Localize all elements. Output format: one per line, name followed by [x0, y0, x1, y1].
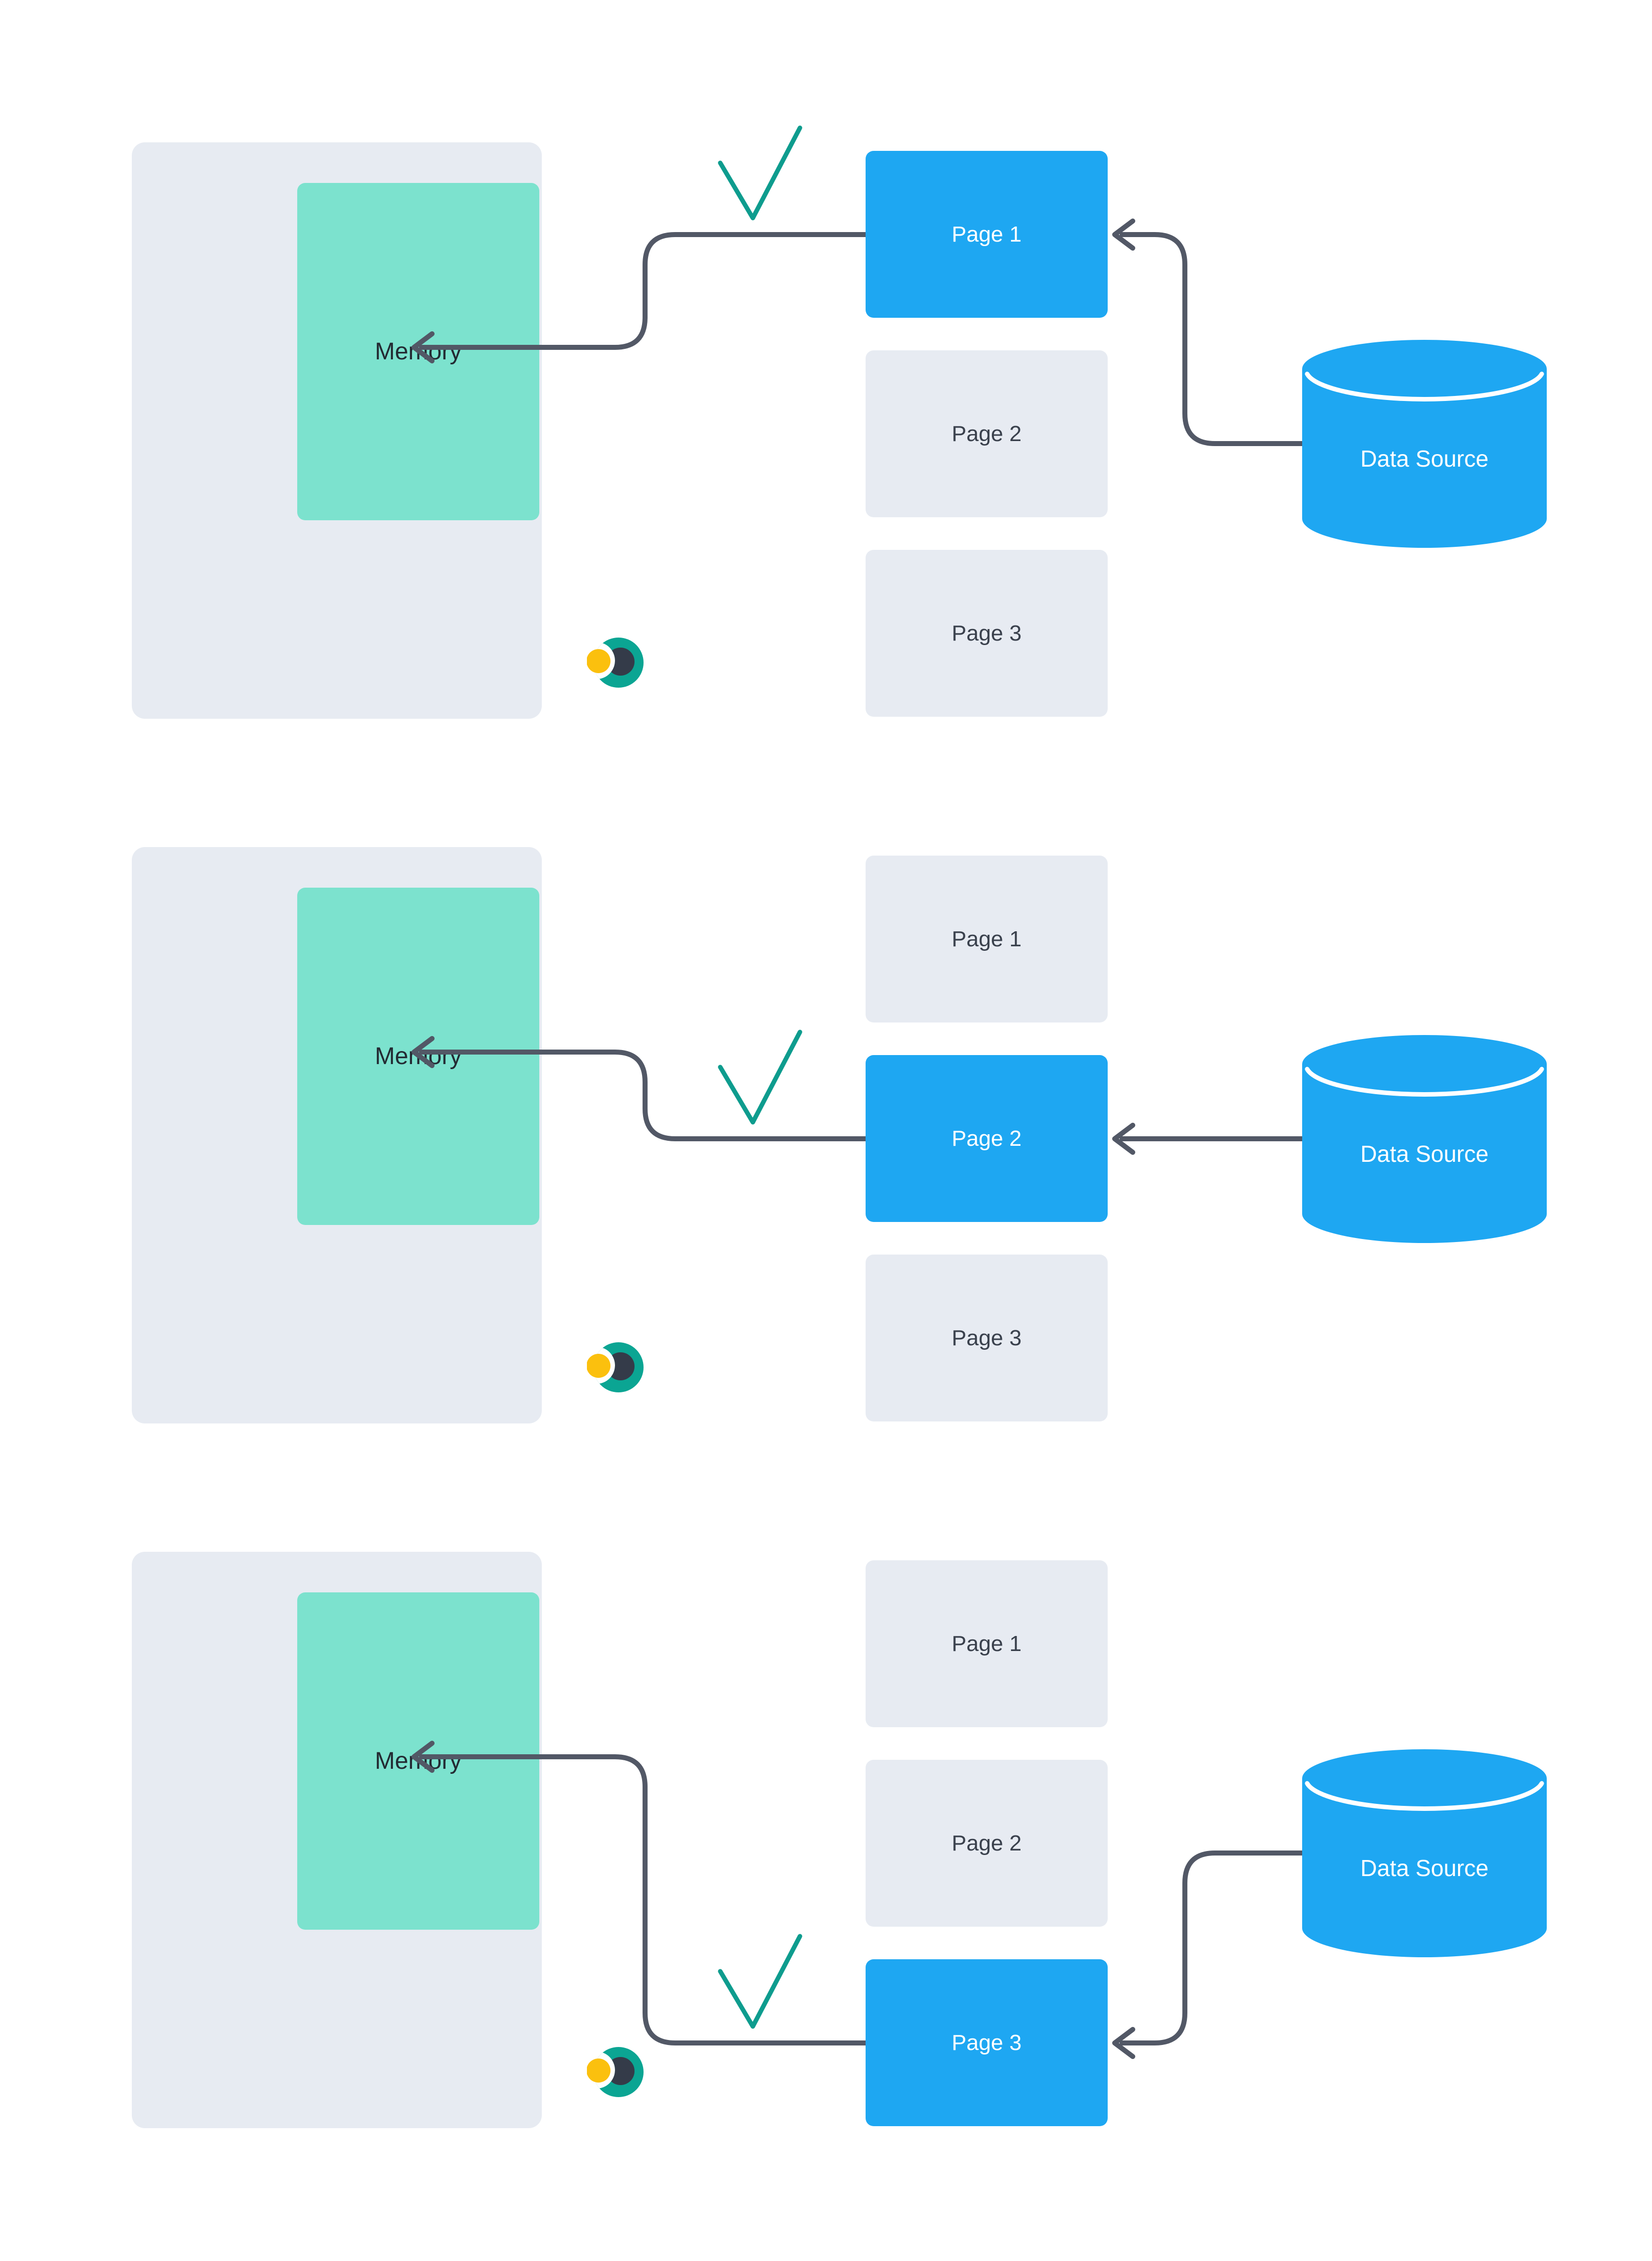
paging-step-2: Memory Page 1 Page 2 Page 3 Data Source [0, 847, 1652, 1426]
data-source-cylinder: Data Source [1302, 340, 1547, 548]
check-icon [718, 125, 802, 221]
paging-step-3: Memory Page 1 Page 2 Page 3 Data Source [0, 1552, 1652, 2131]
data-source-arrowhead-icon [1112, 2027, 1135, 2059]
page-1: Page 1 [866, 856, 1108, 1022]
page-1: Page 1 [866, 151, 1108, 318]
connector-layer [411, 1741, 1302, 2059]
page-3: Page 3 [866, 1255, 1108, 1421]
data-source-arrowhead-icon [1112, 1123, 1135, 1155]
memory-arrowhead-icon [411, 331, 435, 363]
connector-layer [411, 1030, 1302, 1155]
page-1: Page 1 [866, 1560, 1108, 1727]
data-source-label: Data Source [1360, 1855, 1489, 1881]
page-2: Page 2 [866, 350, 1108, 517]
data-source-label: Data Source [1360, 1141, 1489, 1167]
data-source-label: Data Source [1360, 446, 1489, 472]
page-3: Page 3 [866, 1959, 1108, 2126]
database-cylinder-icon [1302, 1749, 1547, 1957]
memory-arrowhead-icon [411, 1036, 435, 1068]
page-2: Page 2 [866, 1055, 1108, 1222]
brand-logo-icon [587, 1342, 644, 1392]
connector-layer [411, 125, 1302, 446]
check-icon [718, 1934, 802, 2029]
data-source-cylinder: Data Source [1302, 1749, 1547, 1957]
data-source-arrowhead-icon [1112, 219, 1135, 251]
database-cylinder-icon [1302, 340, 1547, 548]
brand-logo-icon [587, 2047, 644, 2097]
data-source-connector [1120, 232, 1302, 446]
memory-arrowhead-icon [411, 1741, 435, 1773]
brand-logo-icon [587, 638, 644, 688]
data-source-cylinder: Data Source [1302, 1035, 1547, 1243]
check-icon [718, 1030, 802, 1125]
memory-connector [419, 1050, 866, 1141]
page-3: Page 3 [866, 550, 1108, 717]
memory-connector [419, 1754, 866, 2045]
database-cylinder-icon [1302, 1035, 1547, 1243]
page-2: Page 2 [866, 1760, 1108, 1927]
paging-step-1: Memory Page 1 Page 2 Page 3 Data Source [0, 125, 1652, 721]
memory-connector [419, 232, 866, 350]
data-source-connector [1120, 1851, 1302, 2045]
